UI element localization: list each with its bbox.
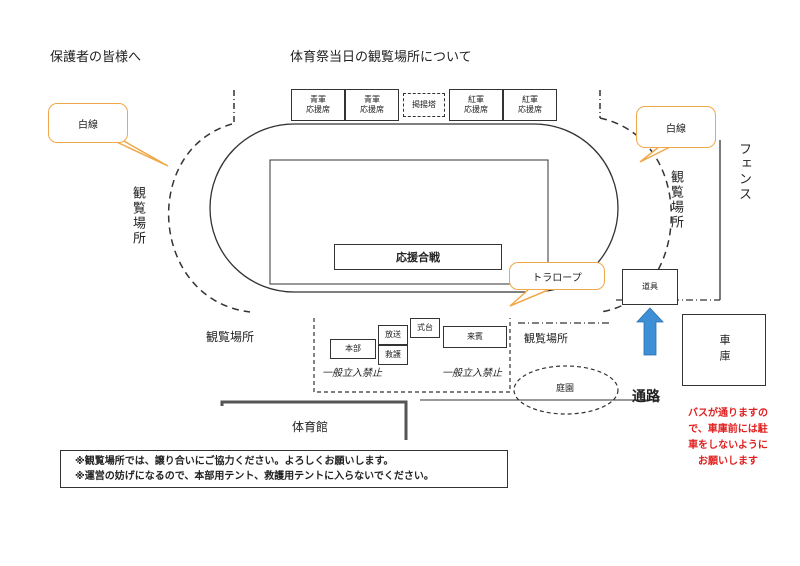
red-seat-1-line2: 応援席 xyxy=(464,105,488,114)
bus-notice-line2: で、車庫前には駐 xyxy=(688,424,768,435)
no-entry-left: 一般立入禁止 xyxy=(322,368,382,379)
podium-box: 式台 xyxy=(410,318,440,338)
callout-tail-trarope xyxy=(509,289,549,307)
red-seat-1: 紅軍応援席 xyxy=(449,89,503,121)
first-aid-tent: 救護 xyxy=(378,345,408,365)
headquarters-label: 本部 xyxy=(345,344,361,353)
red-seat-2-line2: 応援席 xyxy=(518,105,542,114)
red-seat-2-line1: 紅軍 xyxy=(522,95,538,104)
guest-label: 来賓 xyxy=(467,332,483,341)
flagpole-box: 掲揚塔 xyxy=(403,93,445,117)
blue-seat-2: 青軍応援席 xyxy=(345,89,399,121)
greeting-text: 保護者の皆様へ xyxy=(50,50,142,65)
no-entry-right: 一般立入禁止 xyxy=(442,368,502,379)
viewing-area-right: 観覧場所 xyxy=(668,170,683,230)
podium-label: 式台 xyxy=(417,323,433,332)
blue-seat-1-line1: 青軍 xyxy=(310,95,326,104)
callout-white-line-right-text: 白線 xyxy=(666,123,686,135)
gym-boundary xyxy=(220,400,408,440)
page-title: 体育祭当日の観覧場所について xyxy=(290,50,472,65)
callout-white-line-right: 白線 xyxy=(636,106,716,148)
track-oval xyxy=(209,123,619,293)
bus-notice-line4: お願いします xyxy=(698,456,758,467)
road-arrow xyxy=(636,307,664,356)
gym-label: 体育館 xyxy=(292,420,329,434)
left-boundary-arc xyxy=(167,123,251,313)
equipment-label: 道具 xyxy=(642,282,658,291)
callout-trarope: トラロープ xyxy=(509,262,605,290)
blue-seat-2-line1: 青軍 xyxy=(364,95,380,104)
garden-ellipse xyxy=(513,365,619,415)
cheer-battle-box: 応援合戦 xyxy=(334,244,502,270)
callout-white-line-left-text: 白線 xyxy=(78,119,98,131)
callout-trarope-text: トラロープ xyxy=(532,272,582,284)
garden-label: 庭園 xyxy=(556,384,575,394)
bus-notice: バスが通りますの で、車庫前には駐 車をしないように お願いします xyxy=(672,406,784,470)
viewing-area-bottom-right: 観覧場所 xyxy=(524,332,568,345)
blue-seat-1: 青軍応援席 xyxy=(291,89,345,121)
blue-seat-1-line2: 応援席 xyxy=(306,105,330,114)
callout-white-line-left: 白線 xyxy=(48,103,128,143)
guest-tent: 来賓 xyxy=(443,326,507,348)
broadcast-tent: 放送 xyxy=(378,325,408,345)
inner-field xyxy=(269,159,549,285)
garage-box: 車庫 xyxy=(682,314,766,386)
notes-box: ※観覧場所では、譲り合いにご協力ください。よろしくお願いします。 ※運営の妨げに… xyxy=(60,450,508,488)
tent-area-boundary xyxy=(313,318,511,393)
fence-label: フェンス xyxy=(736,142,751,202)
note-line-2: ※運営の妨げになるので、本部用テント、救護用テントに入らないでください。 xyxy=(75,471,434,482)
cheer-battle-label: 応援合戦 xyxy=(396,251,440,264)
bus-notice-line3: 車をしないように xyxy=(688,440,768,451)
viewing-area-left: 観覧場所 xyxy=(130,186,145,246)
equipment-box: 道具 xyxy=(622,269,678,305)
blue-seat-2-line2: 応援席 xyxy=(360,105,384,114)
broadcast-label: 放送 xyxy=(385,330,401,339)
red-seat-1-line1: 紅軍 xyxy=(468,95,484,104)
garage-label: 車庫 xyxy=(718,334,731,366)
viewing-area-bottom-left: 観覧場所 xyxy=(206,330,255,344)
red-seat-2: 紅軍応援席 xyxy=(503,89,557,121)
headquarters-tent: 本部 xyxy=(330,339,376,359)
note-line-1: ※観覧場所では、譲り合いにご協力ください。よろしくお願いします。 xyxy=(75,456,394,467)
callout-tail-right xyxy=(639,145,673,163)
bus-notice-line1: バスが通りますの xyxy=(688,408,768,419)
first-aid-label: 救護 xyxy=(385,350,401,359)
road-label: 通路 xyxy=(632,389,660,405)
flagpole-label: 掲揚塔 xyxy=(412,100,436,109)
callout-tail-left xyxy=(107,137,169,167)
